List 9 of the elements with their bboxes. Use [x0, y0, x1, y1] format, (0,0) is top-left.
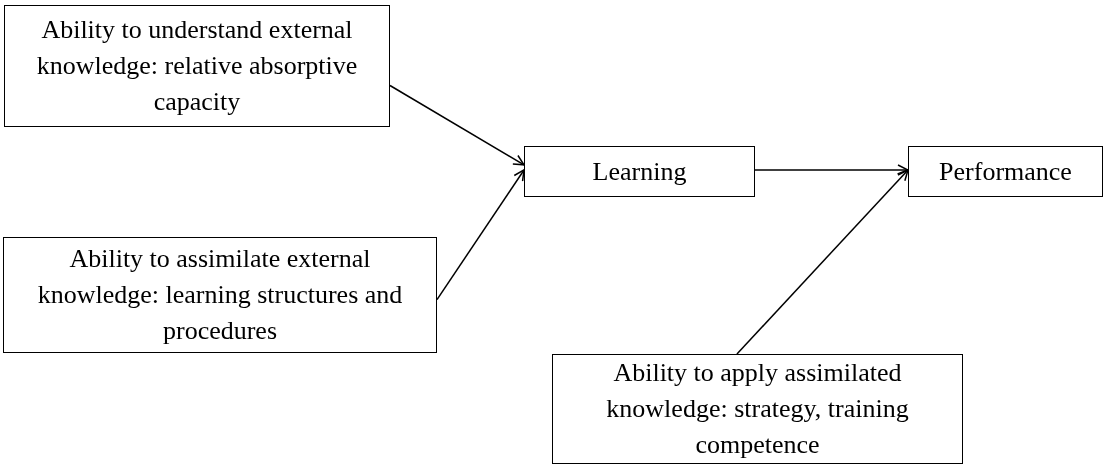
arrow	[754, 164, 909, 176]
arrow	[736, 169, 909, 355]
text-box: Ability to understand external knowledge: relative absorptive capacity	[4, 5, 390, 127]
text-box: Performance	[908, 146, 1103, 197]
arrow	[436, 169, 525, 301]
text-box: Ability to assimilate external knowledge: learning structures and procedures	[3, 237, 437, 353]
arrow	[389, 84, 525, 166]
text-box: Ability to apply assimilated knowledge: strategy, training competence	[552, 354, 963, 464]
text-box: Learning	[524, 146, 755, 197]
